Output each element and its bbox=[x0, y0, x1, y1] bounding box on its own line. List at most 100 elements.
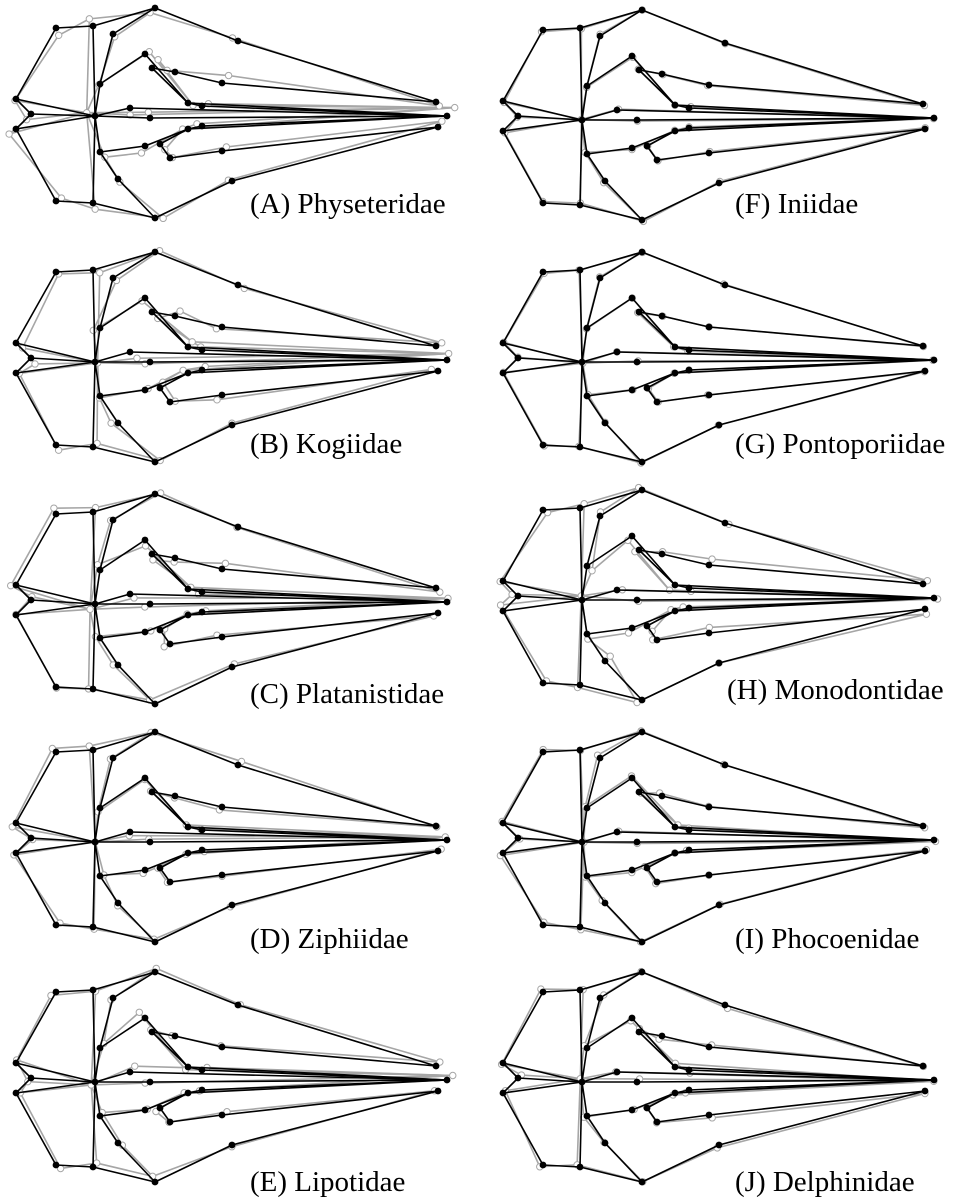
consensus-landmark bbox=[92, 839, 99, 846]
consensus-edge bbox=[222, 851, 438, 875]
consensus-edge bbox=[170, 151, 222, 158]
consensus-landmark bbox=[500, 1090, 507, 1097]
consensus-landmark bbox=[636, 547, 643, 554]
family-landmark bbox=[214, 397, 220, 403]
consensus-landmark bbox=[577, 924, 584, 931]
consensus-landmark bbox=[584, 1045, 591, 1052]
consensus-landmark bbox=[435, 610, 442, 617]
family-landmark bbox=[51, 505, 57, 511]
consensus-landmark bbox=[167, 879, 174, 886]
consensus-landmark bbox=[540, 749, 547, 756]
consensus-edge bbox=[16, 129, 56, 201]
consensus-landmark bbox=[219, 872, 226, 879]
family-edge bbox=[156, 968, 240, 1004]
consensus-landmark bbox=[157, 627, 164, 634]
consensus-landmark bbox=[540, 989, 547, 996]
consensus-landmark bbox=[115, 176, 122, 183]
consensus-edge bbox=[587, 876, 605, 903]
consensus-landmark bbox=[92, 1079, 99, 1086]
consensus-landmark bbox=[199, 123, 206, 130]
family-landmark bbox=[90, 327, 96, 333]
family-edge bbox=[95, 637, 113, 665]
consensus-landmark bbox=[716, 1142, 723, 1149]
consensus-landmark bbox=[219, 634, 226, 641]
family-edge bbox=[578, 687, 637, 702]
family-edge bbox=[501, 605, 547, 681]
consensus-landmark bbox=[597, 513, 604, 520]
consensus-landmark bbox=[152, 5, 159, 12]
consensus-landmark bbox=[53, 684, 60, 691]
consensus-edge bbox=[100, 390, 145, 396]
consensus-landmark bbox=[629, 1015, 636, 1022]
consensus-landmark bbox=[152, 491, 159, 498]
consensus-landmark bbox=[433, 585, 440, 592]
consensus-landmark bbox=[639, 939, 646, 946]
consensus-landmark bbox=[142, 629, 149, 636]
consensus-landmark bbox=[577, 505, 584, 512]
family-landmark bbox=[160, 215, 166, 221]
consensus-landmark bbox=[110, 517, 117, 524]
consensus-landmark bbox=[219, 148, 226, 155]
consensus-landmark bbox=[920, 1063, 927, 1070]
consensus-landmark bbox=[167, 641, 174, 648]
consensus-edge bbox=[56, 750, 93, 752]
consensus-edge bbox=[56, 26, 93, 28]
consensus-edge bbox=[587, 148, 632, 154]
family-edge bbox=[52, 746, 89, 748]
consensus-edge bbox=[93, 927, 155, 942]
consensus-landmark bbox=[500, 608, 507, 615]
consensus-landmark bbox=[722, 762, 729, 769]
family-edge bbox=[219, 810, 436, 827]
consensus-landmark bbox=[229, 1142, 236, 1149]
consensus-landmark bbox=[634, 839, 641, 846]
consensus-edge bbox=[56, 201, 93, 203]
consensus-landmark bbox=[672, 344, 679, 351]
family-edge bbox=[240, 1005, 440, 1062]
consensus-landmark bbox=[672, 128, 679, 135]
consensus-edge bbox=[56, 512, 93, 514]
wireframe-d bbox=[0, 720, 487, 960]
consensus-landmark bbox=[90, 987, 97, 994]
consensus-landmark bbox=[185, 824, 192, 831]
family-edge bbox=[105, 153, 142, 157]
consensus-landmark bbox=[634, 117, 641, 124]
consensus-landmark bbox=[142, 1107, 149, 1114]
consensus-landmark bbox=[199, 367, 206, 374]
consensus-landmark bbox=[597, 755, 604, 762]
consensus-landmark bbox=[28, 355, 35, 362]
consensus-edge bbox=[709, 371, 925, 395]
consensus-landmark bbox=[629, 867, 636, 874]
consensus-landmark bbox=[706, 804, 713, 811]
family-edge bbox=[585, 877, 602, 900]
consensus-landmark bbox=[435, 368, 442, 375]
consensus-edge bbox=[503, 362, 582, 373]
family-landmark bbox=[155, 56, 161, 62]
consensus-landmark bbox=[922, 848, 929, 855]
consensus-edge bbox=[113, 972, 155, 998]
family-landmark bbox=[497, 602, 503, 608]
consensus-landmark bbox=[540, 507, 547, 514]
wireframe-j bbox=[487, 960, 974, 1200]
consensus-landmark bbox=[672, 370, 679, 377]
consensus-edge bbox=[675, 347, 934, 360]
wireframe-e bbox=[0, 960, 487, 1200]
family-landmark bbox=[138, 150, 144, 156]
consensus-landmark bbox=[602, 420, 609, 427]
consensus-landmark bbox=[142, 1015, 149, 1022]
consensus-landmark bbox=[577, 202, 584, 209]
consensus-landmark bbox=[219, 804, 226, 811]
consensus-edge bbox=[93, 732, 155, 750]
consensus-landmark bbox=[920, 823, 927, 830]
consensus-landmark bbox=[147, 115, 154, 122]
consensus-landmark bbox=[500, 820, 507, 827]
consensus-edge bbox=[662, 316, 709, 327]
consensus-landmark bbox=[686, 347, 693, 354]
consensus-landmark bbox=[922, 368, 929, 375]
consensus-landmark bbox=[92, 601, 99, 608]
consensus-landmark bbox=[13, 340, 20, 347]
family-landmark bbox=[32, 361, 38, 367]
consensus-landmark bbox=[629, 53, 636, 60]
panel-c-platanistidae: (C) Platanistidae bbox=[0, 480, 487, 720]
consensus-landmark bbox=[92, 359, 99, 366]
consensus-landmark bbox=[444, 113, 451, 120]
